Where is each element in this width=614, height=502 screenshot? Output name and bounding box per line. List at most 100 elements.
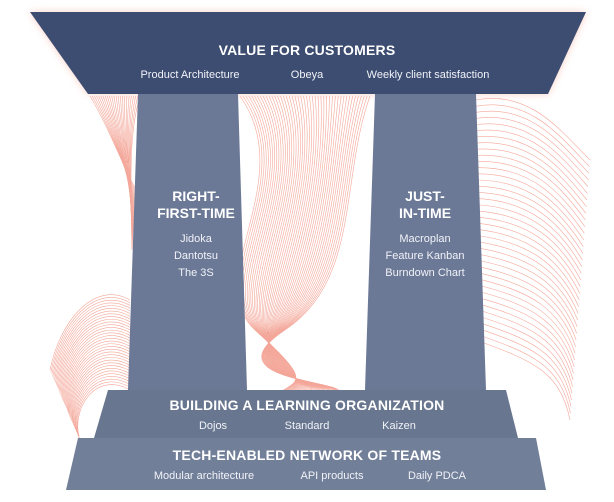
- left-pillar-title-line2: FIRST-TIME: [157, 205, 235, 221]
- wave-line: [475, 296, 574, 374]
- wave-line: [70, 357, 131, 419]
- wave-line: [66, 346, 131, 411]
- wave-line: [53, 305, 131, 379]
- wave-line: [130, 95, 141, 251]
- lower-step-title: TECH-ENABLED NETWORK OF TEAMS: [172, 447, 442, 463]
- wave-line: [475, 272, 576, 347]
- wave-line: [55, 310, 131, 383]
- wave-line: [72, 365, 131, 426]
- wave-line: [61, 329, 131, 398]
- wave-line: [56, 313, 131, 385]
- roof-item-weekly-client-satisfaction: Weekly client satisfaction: [366, 69, 490, 81]
- left-pillar-item-jidoka: Jidoka: [180, 233, 212, 245]
- wave-line: [475, 278, 576, 354]
- lower-step-shape: [66, 438, 546, 490]
- wave-line: [59, 324, 131, 394]
- wave-line: [475, 321, 572, 401]
- wave-line: [52, 302, 131, 377]
- wave-line: [56, 316, 131, 388]
- wave-line: [475, 315, 573, 394]
- wave-line: [475, 161, 586, 227]
- right-pillar-title-line1: JUST-: [405, 188, 445, 204]
- wave-line: [475, 129, 588, 194]
- right-pillar-item-feature-kanban: Feature Kanban: [385, 250, 465, 262]
- wave-line: [475, 222, 581, 294]
- wave-line: [475, 253, 578, 327]
- wave-line: [475, 284, 575, 361]
- roof-item-obeya: Obeya: [290, 69, 324, 81]
- lower-step-item-daily-pdca: Daily PDCA: [407, 470, 467, 482]
- upper-step-item-kaizen: Kaizen: [382, 420, 416, 432]
- lower-step-item-api-products: API products: [300, 470, 364, 482]
- wave-line: [50, 297, 131, 373]
- wave-line: [475, 290, 575, 367]
- wave-line: [73, 368, 131, 428]
- wave-line: [67, 348, 131, 413]
- upper-step-shape: [94, 390, 518, 438]
- wave-line: [475, 117, 589, 181]
- upper-step-title: BUILDING A LEARNING ORGANIZATION: [169, 397, 445, 413]
- upper-step-item-standard: Standard: [284, 420, 330, 432]
- wave-line: [49, 294, 131, 371]
- wave-line: [69, 354, 131, 417]
- left-pillar-item-dantotsu: Dantotsu: [173, 250, 219, 262]
- wave-line: [475, 179, 584, 247]
- roof-shape: [30, 12, 586, 94]
- wave-line: [57, 318, 131, 390]
- wave-line: [475, 327, 572, 407]
- right-pillar-item-macroplan: Macroplan: [399, 233, 451, 245]
- wave-line: [475, 259, 577, 334]
- wave-line: [62, 332, 131, 400]
- wave-line: [475, 308, 573, 387]
- wave-line: [475, 339, 571, 421]
- roof-item-product-architecture: Product Architecture: [140, 69, 240, 81]
- wave-line: [475, 235, 579, 307]
- wave-line: [475, 241, 579, 314]
- wave-line: [54, 308, 131, 381]
- wave-line: [74, 373, 131, 432]
- wave-line: [475, 173, 585, 241]
- wave-line: [475, 167, 585, 234]
- wave-line: [71, 362, 131, 424]
- wave-line: [66, 343, 131, 409]
- lower-step-item-modular-architecture: Modular architecture: [153, 470, 255, 482]
- wave-line: [58, 321, 131, 392]
- left-pillar-title-line1: RIGHT-: [172, 188, 220, 204]
- wave-line: [65, 340, 131, 407]
- right-pillar-title-line2: IN-TIME: [398, 205, 452, 221]
- wave-line: [475, 148, 587, 214]
- wave-line: [475, 192, 583, 261]
- wave-line: [64, 338, 131, 404]
- wave-line: [475, 98, 591, 161]
- wave-line: [76, 378, 131, 436]
- wave-line: [475, 247, 578, 321]
- wave-line: [475, 155, 586, 221]
- wave-line: [475, 204, 582, 274]
- wave-line: [71, 359, 131, 421]
- wave-line: [475, 265, 577, 341]
- wave-line: [74, 370, 131, 430]
- wave-line: [75, 376, 131, 434]
- wave-line: [475, 136, 588, 201]
- wave-line: [261, 95, 371, 393]
- left-pillar-shape: [128, 94, 247, 390]
- wave-line: [475, 302, 574, 381]
- wave-line: [475, 110, 590, 174]
- wave-line: [475, 333, 571, 414]
- wave-line: [475, 210, 582, 281]
- wave-line: [475, 228, 580, 301]
- wave-line: [76, 381, 131, 438]
- wave-line: [475, 216, 581, 287]
- roof-title: VALUE FOR CUSTOMERS: [218, 42, 396, 58]
- wave-line: [475, 123, 589, 187]
- wave-line: [475, 104, 590, 167]
- left-pillar-item-3s: The 3S: [178, 267, 214, 279]
- wave-line: [475, 198, 583, 267]
- wave-line: [475, 185, 584, 254]
- wave-line: [68, 351, 131, 415]
- wave-line: [77, 384, 131, 441]
- right-pillar-item-burndown-chart: Burndown Chart: [385, 267, 465, 279]
